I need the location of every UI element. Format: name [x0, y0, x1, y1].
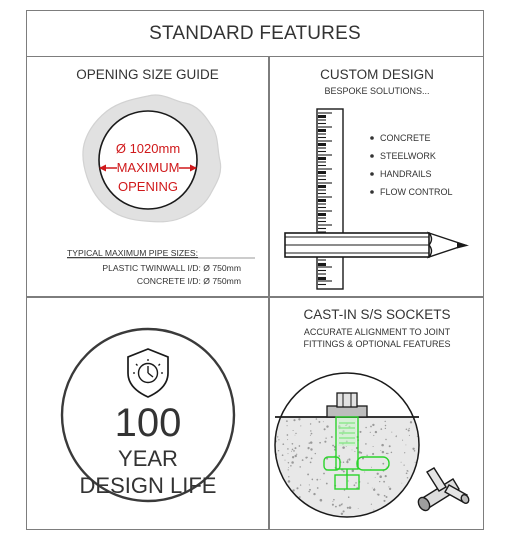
bullet-handrails: HANDRAILS — [380, 169, 432, 179]
horizontal-divider — [27, 296, 483, 298]
arrow-right-icon — [190, 164, 197, 172]
design-life-number: 100 — [115, 401, 182, 445]
vertical-divider — [268, 57, 270, 529]
design-life-year: YEAR — [118, 446, 178, 471]
bullet-concrete: CONCRETE — [380, 133, 431, 143]
opening-size-title: OPENING SIZE GUIDE — [76, 67, 219, 82]
socket-fitting-icon — [417, 467, 470, 512]
opening-size-panel: OPENING SIZE GUIDE Ø 1020mm MAXIMUM OPEN… — [27, 57, 268, 296]
design-life-panel: 100 YEAR DESIGN LIFE — [27, 297, 268, 529]
bullet-steelwork: STEELWORK — [380, 151, 436, 161]
standard-features-sheet: STANDARD FEATURES OPENING SIZE GUIDE Ø 1… — [26, 10, 484, 530]
custom-bullet-list: CONCRETE STEELWORK HANDRAILS FLOW CONTRO… — [370, 133, 453, 197]
ruler-icon — [316, 108, 344, 290]
custom-design-panel: CUSTOM DESIGN BESPOKE SOLUTIONS... — [269, 57, 485, 296]
pipe-size-row-concrete: CONCRETE I/D: Ø 750mm — [137, 276, 241, 286]
ruler-pencil-illustration: CONCRETE STEELWORK HANDRAILS FLOW CONTRO… — [284, 108, 469, 290]
shield-clock-icon — [127, 348, 169, 398]
opening-diameter: Ø 1020mm — [116, 141, 180, 156]
pipe-size-row-twinwall: PLASTIC TWINWALL I/D: Ø 750mm — [102, 263, 241, 273]
pipe-sizes-heading: TYPICAL MAXIMUM PIPE SIZES: — [67, 248, 198, 258]
design-life-label: DESIGN LIFE — [80, 473, 217, 498]
arrow-left-icon — [99, 164, 106, 172]
page-title: STANDARD FEATURES — [27, 11, 483, 57]
sockets-subtitle-line1: ACCURATE ALIGNMENT TO JOINT — [303, 327, 451, 337]
socket-section-icon — [274, 372, 470, 518]
opening-circle — [98, 110, 198, 210]
sockets-subtitle-line2: FITTINGS & OPTIONAL FEATURES — [303, 339, 451, 349]
sockets-panel: CAST-IN S/S SOCKETS ACCURATE ALIGNMENT T… — [269, 297, 485, 529]
pencil-icon — [284, 231, 469, 259]
opening-diagram: Ø 1020mm MAXIMUM OPENING TYPICAL MAXIMUM… — [67, 94, 255, 286]
custom-design-subtitle: BESPOKE SOLUTIONS... — [324, 86, 430, 96]
bullet-flow-control: FLOW CONTROL — [380, 187, 453, 197]
design-life-badge: 100 YEAR DESIGN LIFE — [60, 327, 236, 503]
custom-design-title: CUSTOM DESIGN — [320, 67, 434, 82]
opening-line3: OPENING — [118, 179, 178, 194]
sockets-title: CAST-IN S/S SOCKETS — [303, 307, 451, 322]
opening-line2: MAXIMUM — [117, 160, 180, 175]
